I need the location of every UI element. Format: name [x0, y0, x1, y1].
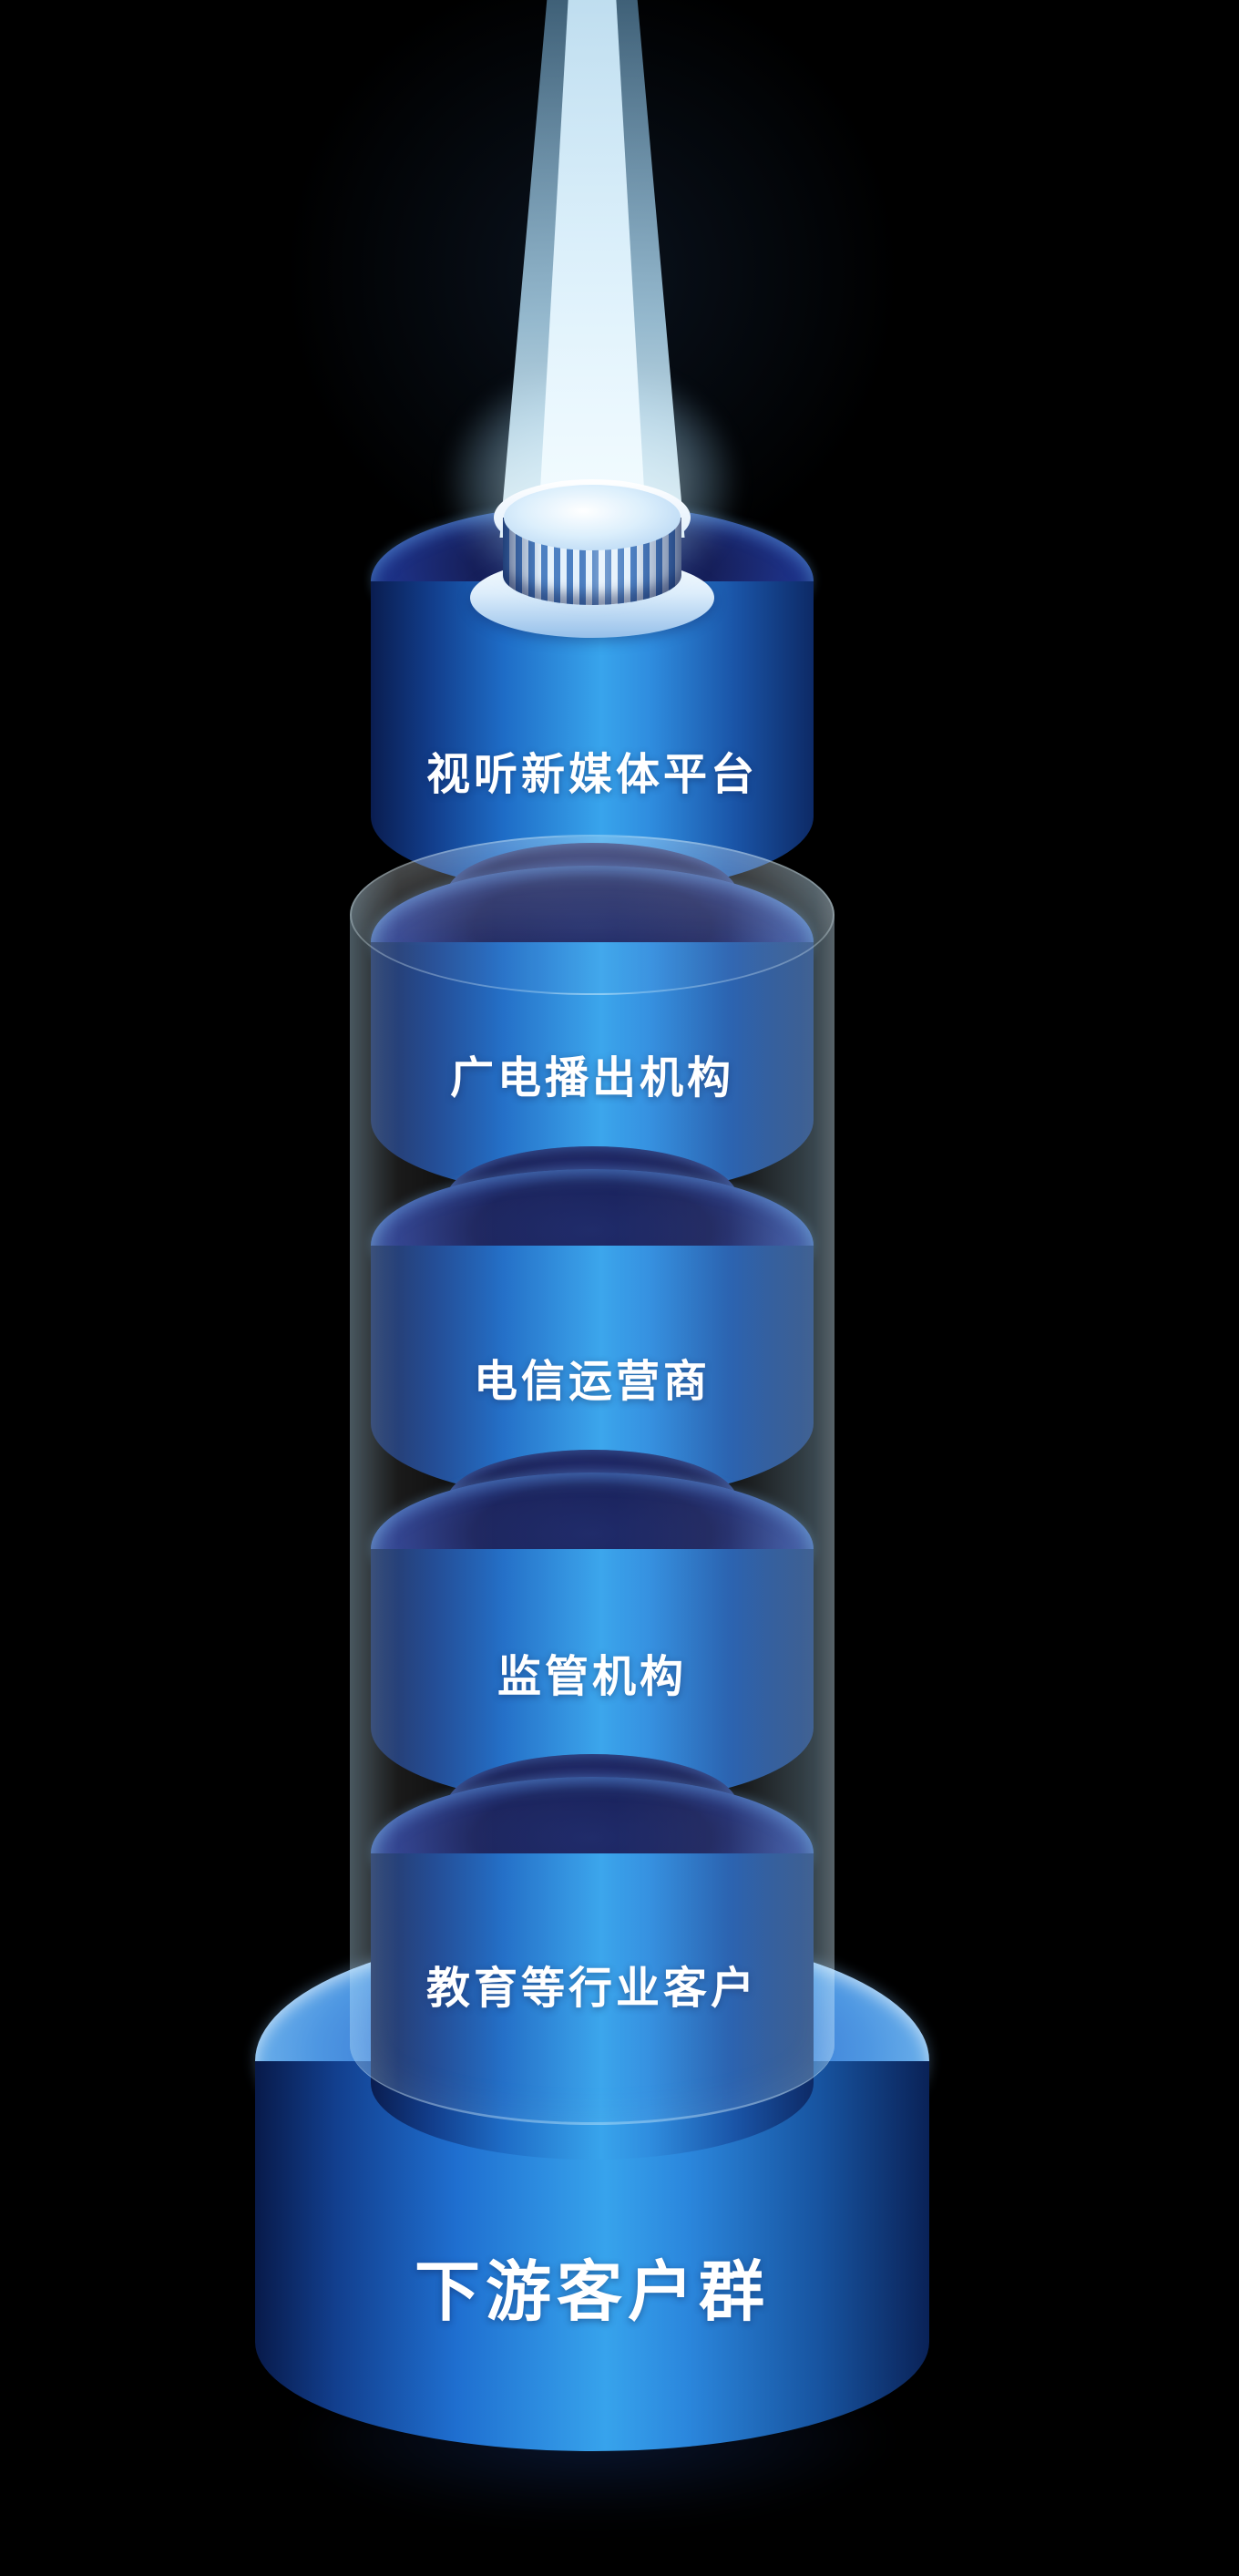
cylinder-segment-1: 视听新媒体平台: [371, 581, 814, 893]
cylinder-segment-5: 教育等行业客户: [371, 1853, 814, 2160]
base-label: 下游客户群: [414, 2256, 770, 2329]
segment-label-5: 教育等行业客户: [425, 1965, 758, 2013]
segment-label-3: 电信运营商: [473, 1358, 711, 1406]
cylinder-segment-2: 广电播出机构: [371, 942, 814, 1196]
segment-label-1: 视听新媒体平台: [425, 751, 758, 799]
segment-label-2: 广电播出机构: [449, 1054, 734, 1103]
cap-top-face: [504, 485, 681, 550]
segment-label-4: 监管机构: [497, 1653, 687, 1701]
